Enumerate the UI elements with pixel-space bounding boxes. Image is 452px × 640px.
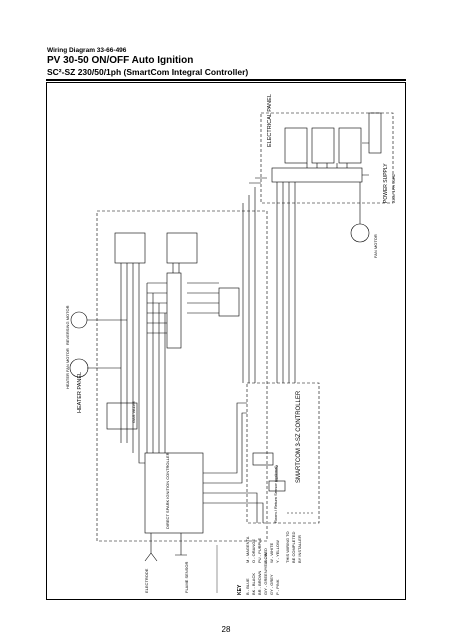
- reversing-motor-symbol: [70, 311, 88, 329]
- key-left-2: BR - BROWN: [257, 570, 262, 595]
- key-left-1: BK - BLACK: [251, 572, 256, 595]
- flame-sensor-label: FLAME SENSOR: [184, 561, 189, 593]
- key-right-1: O - ORANGE: [251, 538, 256, 563]
- wiring-diagram-frame: ELECTRICAL PANEL HEATER PANEL SMARTCOM 3…: [46, 82, 406, 600]
- header-rule: [46, 79, 406, 81]
- reversing-motor-label: REVERSING MOTOR: [65, 305, 70, 346]
- contactor-1: [284, 127, 308, 164]
- heater-switch: [218, 287, 240, 317]
- electrical-terminal-strip: [271, 167, 363, 183]
- power-supply-label: POWER SUPPLY: [383, 163, 389, 203]
- relay-1: [114, 232, 146, 264]
- key-right-0: M - MAGENTA: [245, 536, 250, 563]
- contactor-2: [311, 127, 335, 164]
- key-right-2: PU - PURPLE: [257, 537, 262, 563]
- key-right-4: W - WHITE: [269, 542, 274, 563]
- page-number: 28: [221, 625, 231, 634]
- relay-2: [166, 232, 198, 264]
- diagram-subtitle: SC²-SZ 230/50/1ph (SmartCom Integral Con…: [47, 67, 249, 77]
- overheat-thermostat: [106, 402, 138, 430]
- gas-valve-label: GAS VALVE: [131, 401, 136, 423]
- electrical-panel-label: ELECTRICAL PANEL: [267, 94, 273, 147]
- fan-motor-symbol: [350, 223, 370, 243]
- ignition-controller-label: DIRECT SPARK IGNITION CONTROLLER: [165, 452, 170, 529]
- electrical-panel-box: [260, 112, 394, 204]
- ignition-controller-box: [144, 452, 204, 534]
- heater-panel-label: HEATER PANEL: [77, 371, 83, 413]
- wiring-note-1: THIS WIRING TO: [285, 531, 290, 563]
- power-supply-note: 230V 1PH 50HZ: [391, 173, 396, 203]
- key-left-0: B - BLUE: [245, 578, 250, 595]
- key-left-4: GY - GREY: [269, 574, 274, 595]
- contactor-3: [338, 127, 362, 164]
- flame-sensor-symbol: [175, 533, 187, 556]
- diagram-number: Wiring Diagram 33-66-496: [47, 47, 127, 54]
- heater-panel-box: [96, 210, 268, 542]
- heater-motor-label: HEATER FAN MOTOR: [65, 348, 70, 389]
- key-title: KEY: [237, 584, 243, 595]
- fan-motor-label: FAN MOTOR: [373, 234, 378, 258]
- wiring-diagram: [69, 112, 394, 593]
- key-right-3: R - RED: [263, 548, 268, 563]
- smartcom-label: SMARTCOM 3-SZ CONTROLLER: [296, 390, 302, 483]
- power-terminals: [368, 112, 382, 154]
- wiring-note-2: BE COMPLETED: [291, 531, 296, 563]
- controller-connector: [252, 452, 274, 466]
- room-sensor-label: Room / Return Sensor (optional): [273, 465, 278, 523]
- key-left-5: P - PINK: [275, 579, 280, 596]
- diagram-title: PV 30-50 ON/OFF Auto Ignition: [47, 55, 194, 66]
- electrode-label: ELECTRODE: [144, 568, 149, 593]
- wiring-note-3: BY INSTALLER: [297, 535, 302, 563]
- electrode-symbol: [144, 533, 158, 562]
- heater-terminal-strip: [166, 272, 182, 349]
- key-right-5: Y - YELLOW: [275, 540, 280, 563]
